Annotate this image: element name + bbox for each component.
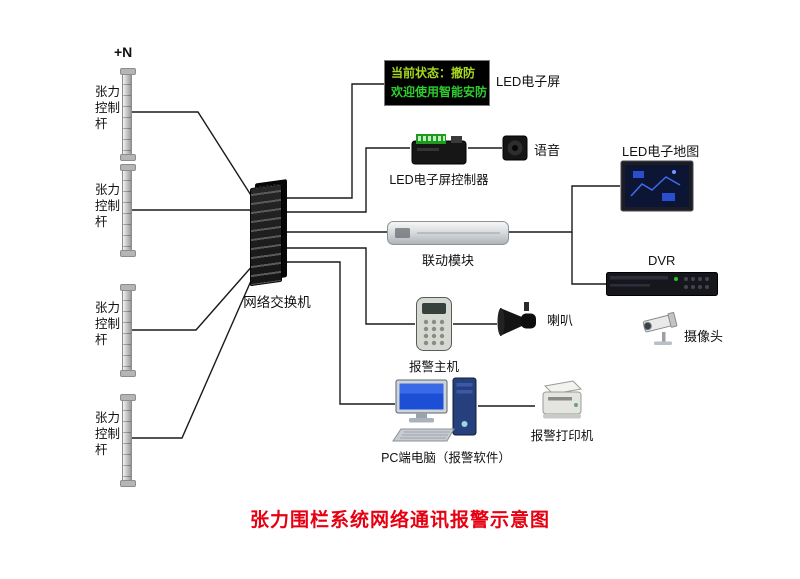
wire-switch-controller: [282, 147, 410, 213]
pole-label-4: 张力控制杆: [95, 411, 121, 457]
pc-tower-icon: [452, 377, 477, 436]
led-screen-line2: 欢迎使用智能安防: [391, 85, 488, 99]
wire-linkage-dvr: [571, 232, 606, 285]
alarm-host-label: 报警主机: [408, 360, 459, 374]
wire-pole4-switch: [132, 273, 255, 439]
linkage-module-label: 联动模块: [421, 253, 474, 268]
led-map-icon: [620, 160, 694, 212]
tension-pole-icon-1: [120, 68, 136, 161]
led-map-label: LED电子地图: [622, 144, 700, 159]
dvr-label: DVR: [648, 253, 676, 268]
voice-label: 语音: [534, 143, 561, 158]
led-screen-icon: 当前状态：撤防 欢迎使用智能安防: [384, 60, 490, 106]
network-switch-icon: [250, 183, 282, 287]
wire-switch-pc: [282, 261, 395, 405]
dvr-icon: [606, 272, 718, 296]
voice-speaker-icon: [502, 135, 528, 161]
camera-icon: [642, 312, 678, 345]
pole-label-2: 张力控制杆: [95, 183, 121, 229]
alarm-host-icon: [416, 297, 452, 351]
camera-label: 摄像头: [684, 329, 724, 344]
led-controller-label: LED电子屏控制器: [389, 173, 489, 187]
pc-label: PC端电脑（报警软件）: [381, 451, 511, 465]
wire-switch-alarmhost: [282, 247, 415, 325]
tension-pole-icon-3: [120, 284, 136, 377]
printer-icon: [542, 380, 583, 419]
diagram-title: 张力围栏系统网络通讯报警示意图: [249, 510, 550, 531]
led-controller-icon: [411, 134, 467, 165]
horn-label: 喇叭: [547, 313, 574, 328]
linkage-module-icon: [387, 221, 509, 245]
wire-pole3-switch: [132, 263, 255, 331]
wire-switch-ledscreen: [282, 83, 384, 199]
tension-pole-icon-4: [120, 394, 136, 487]
pole-label-3: 张力控制杆: [95, 301, 121, 347]
pole-label-1: 张力控制杆: [95, 85, 121, 131]
led-screen-label: LED电子屏: [496, 74, 561, 89]
wire-pole1-switch: [132, 111, 255, 201]
led-screen-line1: 当前状态：撤防: [391, 66, 476, 80]
tension-pole-icon-2: [120, 164, 136, 257]
pc-keyboard-icon: [392, 428, 455, 442]
horn-speaker-icon: [497, 302, 536, 336]
pole-count-label: +N: [114, 44, 133, 60]
network-switch-label: 网络交换机: [243, 295, 311, 310]
pc-monitor-icon: [395, 379, 448, 423]
wire-linkage-ledmap: [509, 185, 620, 233]
printer-label: 报警打印机: [530, 429, 594, 443]
